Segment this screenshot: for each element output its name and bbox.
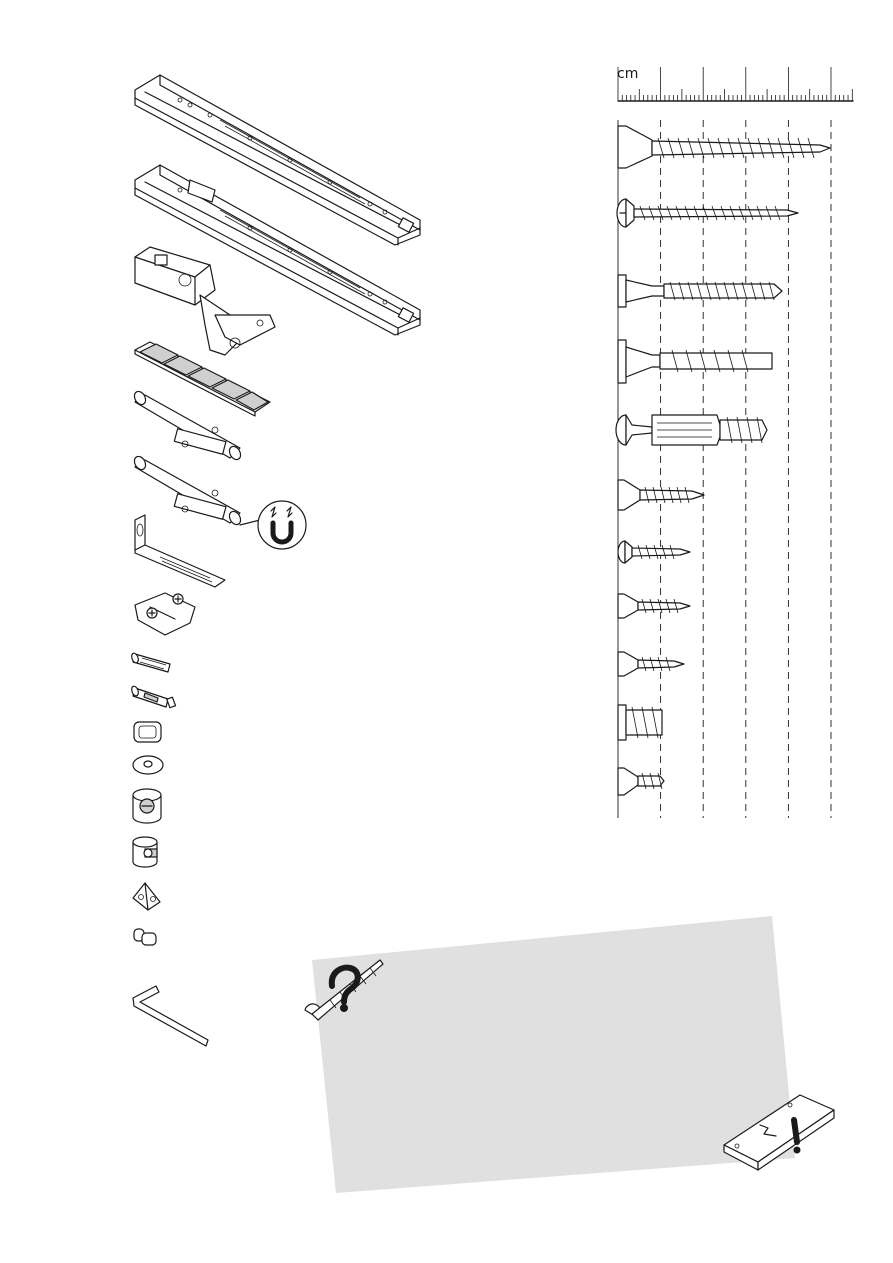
shelf-pin [130, 925, 162, 950]
wooden-dowel [130, 650, 180, 675]
cam-lock-small [130, 835, 162, 870]
magnet-icon [235, 495, 310, 555]
question-screw-icon [305, 960, 383, 1020]
broken-board-warning-icon [724, 1095, 834, 1170]
allen-key [128, 980, 213, 1048]
screw-set [612, 110, 862, 810]
cover-cap [130, 752, 168, 777]
pan-head-screw-short [618, 541, 690, 563]
wall-plug [130, 683, 180, 713]
cam-lock-large [130, 787, 165, 825]
countersunk-screw-tiny [618, 768, 664, 795]
striker-plate [130, 515, 230, 590]
euro-screw [618, 705, 662, 740]
countersunk-screw-small [618, 652, 684, 676]
connector-bolt [616, 415, 767, 445]
pan-head-screw [617, 199, 798, 227]
countersunk-screw-long [618, 126, 830, 168]
corner-block [130, 880, 165, 912]
confirmat-screw [618, 275, 782, 307]
hinge-mounting-plate [130, 585, 200, 640]
countersunk-screw-short [618, 594, 690, 618]
thick-confirmat-screw [618, 340, 772, 383]
countersunk-screw-medium [618, 480, 704, 510]
square-washer [130, 718, 165, 746]
